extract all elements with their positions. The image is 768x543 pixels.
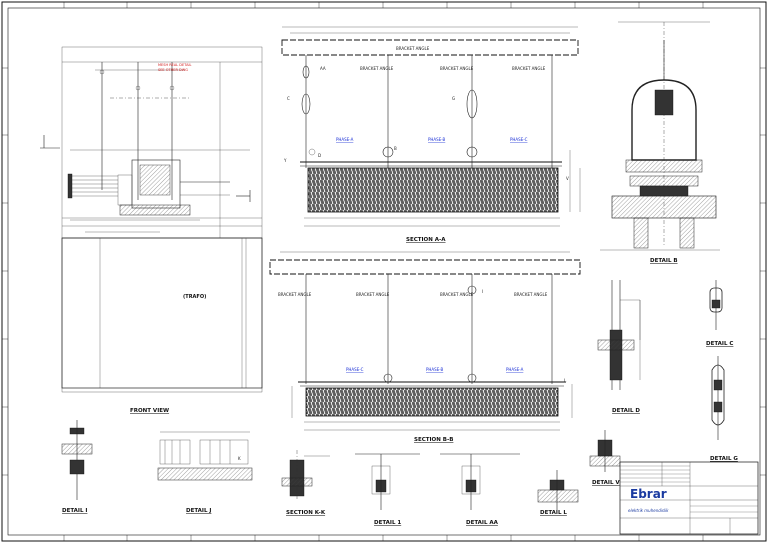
section-kk: SECTION K-K xyxy=(281,450,330,516)
detail-g: DETAIL G xyxy=(710,356,738,462)
detail-j: K DETAIL J xyxy=(157,431,253,514)
section-kk-title: SECTION K-K xyxy=(286,510,326,516)
company-logo: Ebrar xyxy=(630,487,667,501)
detail-c: DETAIL C xyxy=(706,280,733,347)
detail-d: DETAIL D xyxy=(597,280,640,414)
marker-g: G xyxy=(452,96,455,101)
callout-bb-2: BRACKET ANGLE xyxy=(356,292,390,297)
phase-label-bb-c: PHASE-C xyxy=(346,367,364,372)
detail-l-title: DETAIL L xyxy=(540,510,567,516)
callout-bb-1: BRACKET ANGLE xyxy=(278,292,312,297)
phase-label-bb-b: PHASE-B xyxy=(426,367,444,372)
callout-aa-2: BRACKET ANGLE xyxy=(440,66,474,71)
detail-i-title: DETAIL I xyxy=(62,508,87,514)
marker-c: C xyxy=(287,96,290,101)
company-logo-sub: elektrik muhendislik xyxy=(628,508,669,513)
detail-1: DETAIL 1 xyxy=(355,453,420,526)
marker-d: D xyxy=(318,153,321,158)
detail-v-title: DETAIL V xyxy=(592,480,620,486)
trafo-label: (TRAFO) xyxy=(183,294,206,300)
marker-v: V xyxy=(566,176,569,181)
marker-l: L xyxy=(564,378,567,383)
callout-aa-3: BRACKET ANGLE xyxy=(512,66,546,71)
front-view-note-sub: SEE OTHER DWG xyxy=(158,68,188,72)
front-view: MESH REAL DETAIL SEE OTHER DWG (TRAFO) F… xyxy=(40,46,263,414)
section-bb-title: SECTION B-B xyxy=(414,437,453,443)
phase-label-aa-b: PHASE-B xyxy=(428,137,446,142)
marker-y: Y xyxy=(283,158,287,163)
marker-b: B xyxy=(394,146,397,151)
detail-aa-title: DETAIL AA xyxy=(466,520,499,526)
detail-1-title: DETAIL 1 xyxy=(374,520,401,526)
callout-aa-1: BRACKET ANGLE xyxy=(360,66,394,71)
detail-l: DETAIL L xyxy=(537,470,579,516)
inner-border xyxy=(7,7,761,536)
section-aa-title: SECTION A-A xyxy=(406,237,446,243)
detail-aa: DETAIL AA xyxy=(440,453,520,526)
detail-c-title: DETAIL C xyxy=(706,341,733,347)
section-aa: BRACKET ANGLE BRACKET ANGLE BRACKET ANGL… xyxy=(281,26,581,243)
phase-label-aa-c: PHASE-C xyxy=(510,137,528,142)
grating-aa xyxy=(307,167,559,213)
section-bb: BRACKET ANGLE BRACKET ANGLE BRACKET ANGL… xyxy=(269,251,581,443)
callout-aa-4: BRACKET ANGLE xyxy=(396,46,430,51)
detail-b-title: DETAIL B xyxy=(650,258,678,264)
detail-i: DETAIL I xyxy=(61,420,93,514)
phase-label-aa-a: PHASE-A xyxy=(336,137,354,142)
title-block: Ebrar elektrik muhendislik xyxy=(619,461,759,535)
marker-aa: AA xyxy=(320,66,326,71)
front-view-title: FRONT VIEW xyxy=(130,408,169,414)
marker-i: I xyxy=(482,289,483,294)
marker-k: K xyxy=(238,456,241,461)
callout-bb-4: BRACKET ANGLE xyxy=(514,292,548,297)
callout-bb-3: BRACKET ANGLE xyxy=(440,292,474,297)
detail-d-title: DETAIL D xyxy=(612,408,640,414)
front-view-note: MESH REAL DETAIL xyxy=(158,63,191,67)
detail-b: DETAIL B xyxy=(600,21,720,264)
detail-v: DETAIL V xyxy=(589,430,620,486)
detail-g-title: DETAIL G xyxy=(710,456,738,462)
grating-bb xyxy=(305,387,559,417)
phase-label-bb-a: PHASE-A xyxy=(506,367,524,372)
detail-j-title: DETAIL J xyxy=(186,508,211,514)
